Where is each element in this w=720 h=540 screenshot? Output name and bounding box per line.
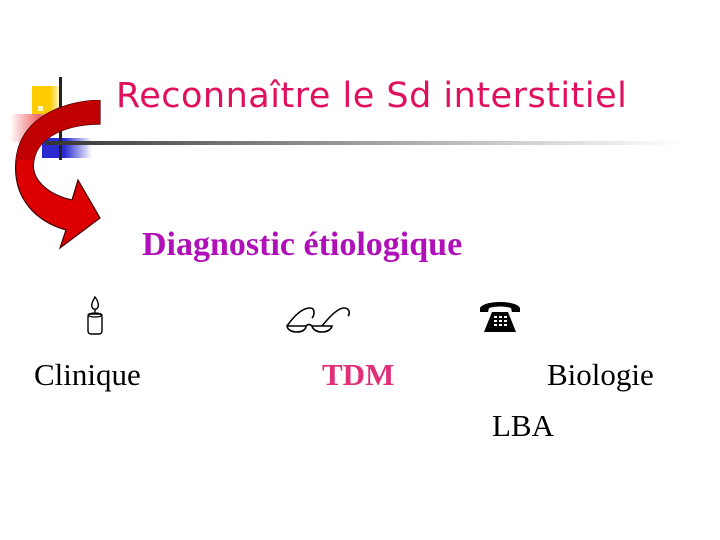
- telephone-icon: [480, 302, 520, 332]
- slide-title: Reconnaître le Sd interstitiel: [116, 76, 628, 116]
- label-biologie: Biologie: [547, 357, 654, 392]
- candle-icon: [87, 296, 103, 335]
- label-tdm: TDM: [322, 357, 395, 392]
- curved-arrow-icon: [15, 100, 101, 250]
- slide-subtitle: Diagnostic étiologique: [142, 226, 463, 263]
- title-underline: [45, 141, 685, 145]
- glasses-icon: [286, 307, 350, 333]
- decorative-dot: [38, 106, 43, 111]
- label-lba: LBA: [492, 408, 554, 443]
- label-clinique: Clinique: [34, 357, 141, 392]
